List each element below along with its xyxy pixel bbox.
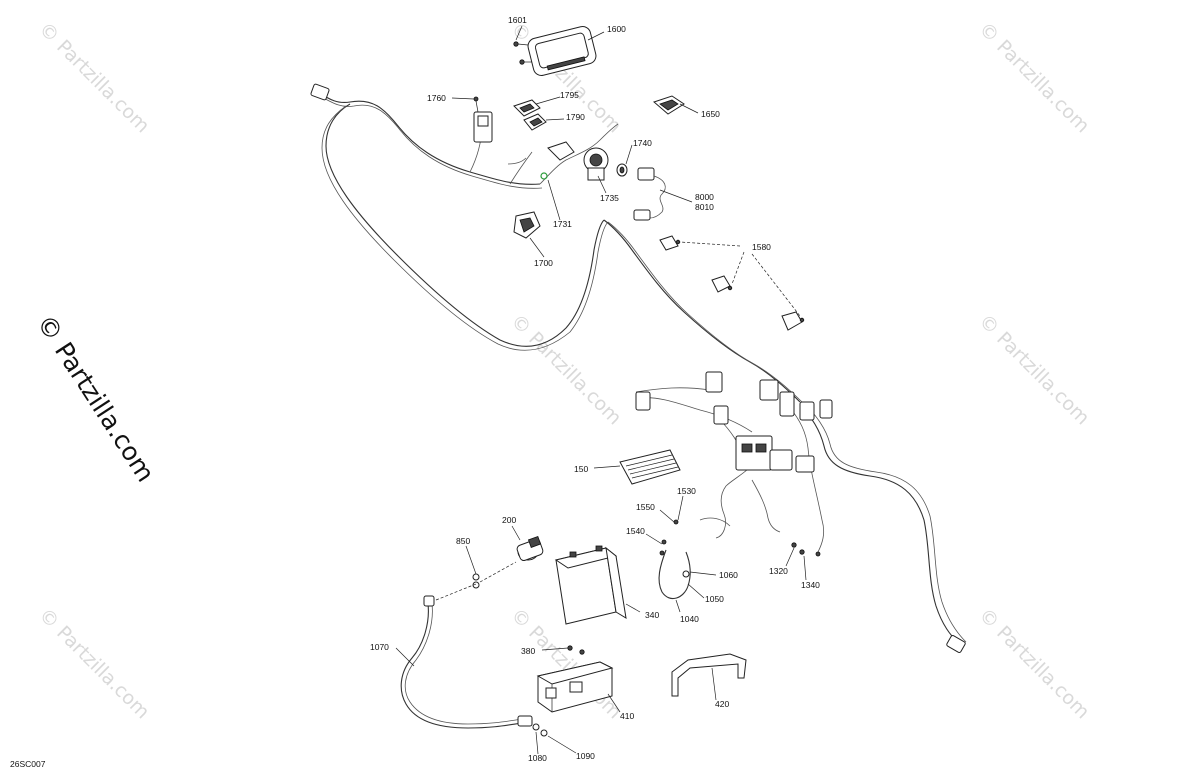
callout-1795: 1795	[560, 90, 579, 100]
nuts-1080-1090[interactable]	[532, 723, 548, 737]
callout-1050: 1050	[705, 594, 724, 604]
watermark-bottom-right: © Partzilla.com	[974, 604, 1093, 723]
switch-1795[interactable]	[513, 99, 541, 117]
switch-1790[interactable]	[523, 113, 547, 131]
hardware-1530-1540-1550[interactable]	[659, 519, 679, 556]
callout-1600: 1600	[607, 24, 626, 34]
callout-1650: 1650	[701, 109, 720, 119]
leader-lines	[395, 25, 807, 755]
callout-1760: 1760	[427, 93, 446, 103]
screws-1601[interactable]	[513, 41, 532, 65]
watermark-mid-right: © Partzilla.com	[974, 310, 1093, 429]
switch-1650[interactable]	[653, 95, 685, 115]
callout-1550: 1550	[636, 502, 655, 512]
clips-1580[interactable]	[659, 235, 805, 331]
watermark-group: © Partzilla.com © Partzilla.com © Partzi…	[31, 18, 1094, 723]
callout-1700: 1700	[534, 258, 553, 268]
callout-8000: 8000	[695, 192, 714, 202]
washers-850[interactable]	[472, 573, 480, 589]
callout-1060: 1060	[719, 570, 738, 580]
callout-1530: 1530	[677, 486, 696, 496]
switch-1700[interactable]	[513, 211, 541, 239]
callout-1320: 1320	[769, 566, 788, 576]
fuse-box	[735, 435, 815, 473]
relay-1731[interactable]	[540, 141, 575, 180]
callout-850: 850	[456, 536, 470, 546]
callout-1040: 1040	[680, 614, 699, 624]
callout-1790: 1790	[566, 112, 585, 122]
watermark-top-left: © Partzilla.com	[34, 18, 153, 137]
callout-1540: 1540	[626, 526, 645, 536]
cable-1070[interactable]	[400, 595, 533, 729]
callout-1340: 1340	[801, 580, 820, 590]
callout-1070: 1070	[370, 642, 389, 652]
callout-200: 200	[502, 515, 516, 525]
callout-1580: 1580	[752, 242, 771, 252]
voltage-regulator-150[interactable]	[619, 449, 681, 485]
callout-150: 150	[574, 464, 588, 474]
display-gauge-1600[interactable]	[526, 25, 597, 77]
callout-1735: 1735	[600, 193, 619, 203]
fasteners-1320-1340[interactable]	[791, 542, 821, 557]
key-lanyard-8000-8010[interactable]	[633, 167, 666, 221]
harness-connectors	[635, 371, 833, 425]
battery-340[interactable]	[554, 545, 627, 625]
callout-340: 340	[645, 610, 659, 620]
connector-1760[interactable]	[473, 96, 493, 143]
callout-1740: 1740	[633, 138, 652, 148]
plug-top-left	[310, 83, 330, 101]
battery-strap-420[interactable]	[671, 653, 747, 697]
callout-420: 420	[715, 699, 729, 709]
watermark-main: © Partzilla.com	[31, 309, 160, 487]
callout-1080: 1080	[528, 753, 547, 763]
battery-cable-1040[interactable]	[658, 549, 691, 600]
callout-labels: 1601 1600 1760 1795 1790 1650 1740 1735 …	[10, 15, 820, 769]
callout-380: 380	[521, 646, 535, 656]
callout-1731: 1731	[553, 219, 572, 229]
solenoid-200[interactable]	[516, 535, 544, 561]
callout-1601: 1601	[508, 15, 527, 25]
callout-8010: 8010	[695, 202, 714, 212]
watermark-top-right: © Partzilla.com	[974, 18, 1093, 137]
battery-tray-410[interactable]	[536, 661, 614, 713]
wiring-harness	[317, 91, 967, 647]
callout-1090: 1090	[576, 751, 595, 761]
nut-1740[interactable]	[616, 163, 628, 177]
screws-380[interactable]	[567, 645, 585, 655]
diagram-code: 26SC007	[10, 759, 46, 769]
callout-410: 410	[620, 711, 634, 721]
ignition-switch-1735[interactable]	[583, 147, 609, 181]
watermark-bottom-left: © Partzilla.com	[34, 604, 153, 723]
end-connector	[946, 635, 966, 653]
